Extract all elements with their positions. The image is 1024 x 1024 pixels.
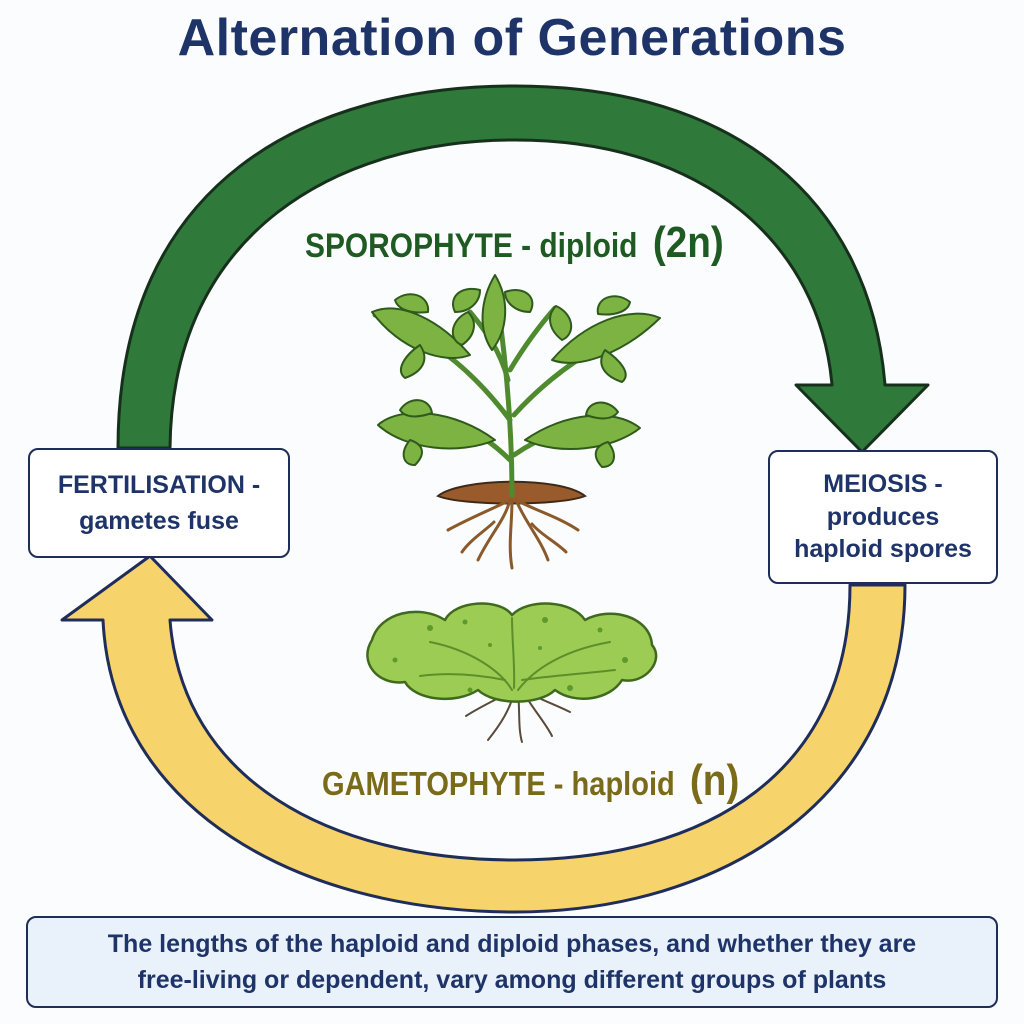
fertilisation-box: FERTILISATION - gametes fuse (28, 448, 290, 558)
sporophyte-ploidy: (2n) (652, 218, 724, 267)
fertilisation-title: FERTILISATION - (57, 470, 261, 499)
gametophyte-ploidy: (n) (689, 756, 740, 805)
sporophyte-label-text: SPOROPHYTE - diploid (305, 227, 638, 265)
meiosis-title: MEIOSIS - (823, 470, 943, 499)
note-line-1: The lengths of the haploid and diploid p… (107, 929, 917, 958)
fertilisation-desc: gametes fuse (79, 507, 239, 535)
gametophyte-label-text: GAMETOPHYTE - haploid (322, 765, 675, 802)
sporophyte-label: SPOROPHYTE - diploid (2n) (305, 218, 724, 268)
thallus-icon (366, 602, 658, 743)
meiosis-desc-line2: haploid spores (794, 535, 972, 564)
sporophyte-arrow (116, 84, 930, 454)
note-line-2: free-living or dependent, vary among dif… (137, 966, 887, 994)
gametophyte-arrow (60, 554, 907, 914)
meiosis-desc-line1: produces (826, 502, 940, 531)
page-title: Alternation of Generations (177, 9, 847, 67)
gametophyte-label: GAMETOPHYTE - haploid (n) (322, 756, 739, 806)
meiosis-box: MEIOSIS - produces haploid spores (768, 450, 998, 584)
fern-plant-icon (371, 274, 661, 570)
note-box: The lengths of the haploid and diploid p… (26, 916, 998, 1008)
